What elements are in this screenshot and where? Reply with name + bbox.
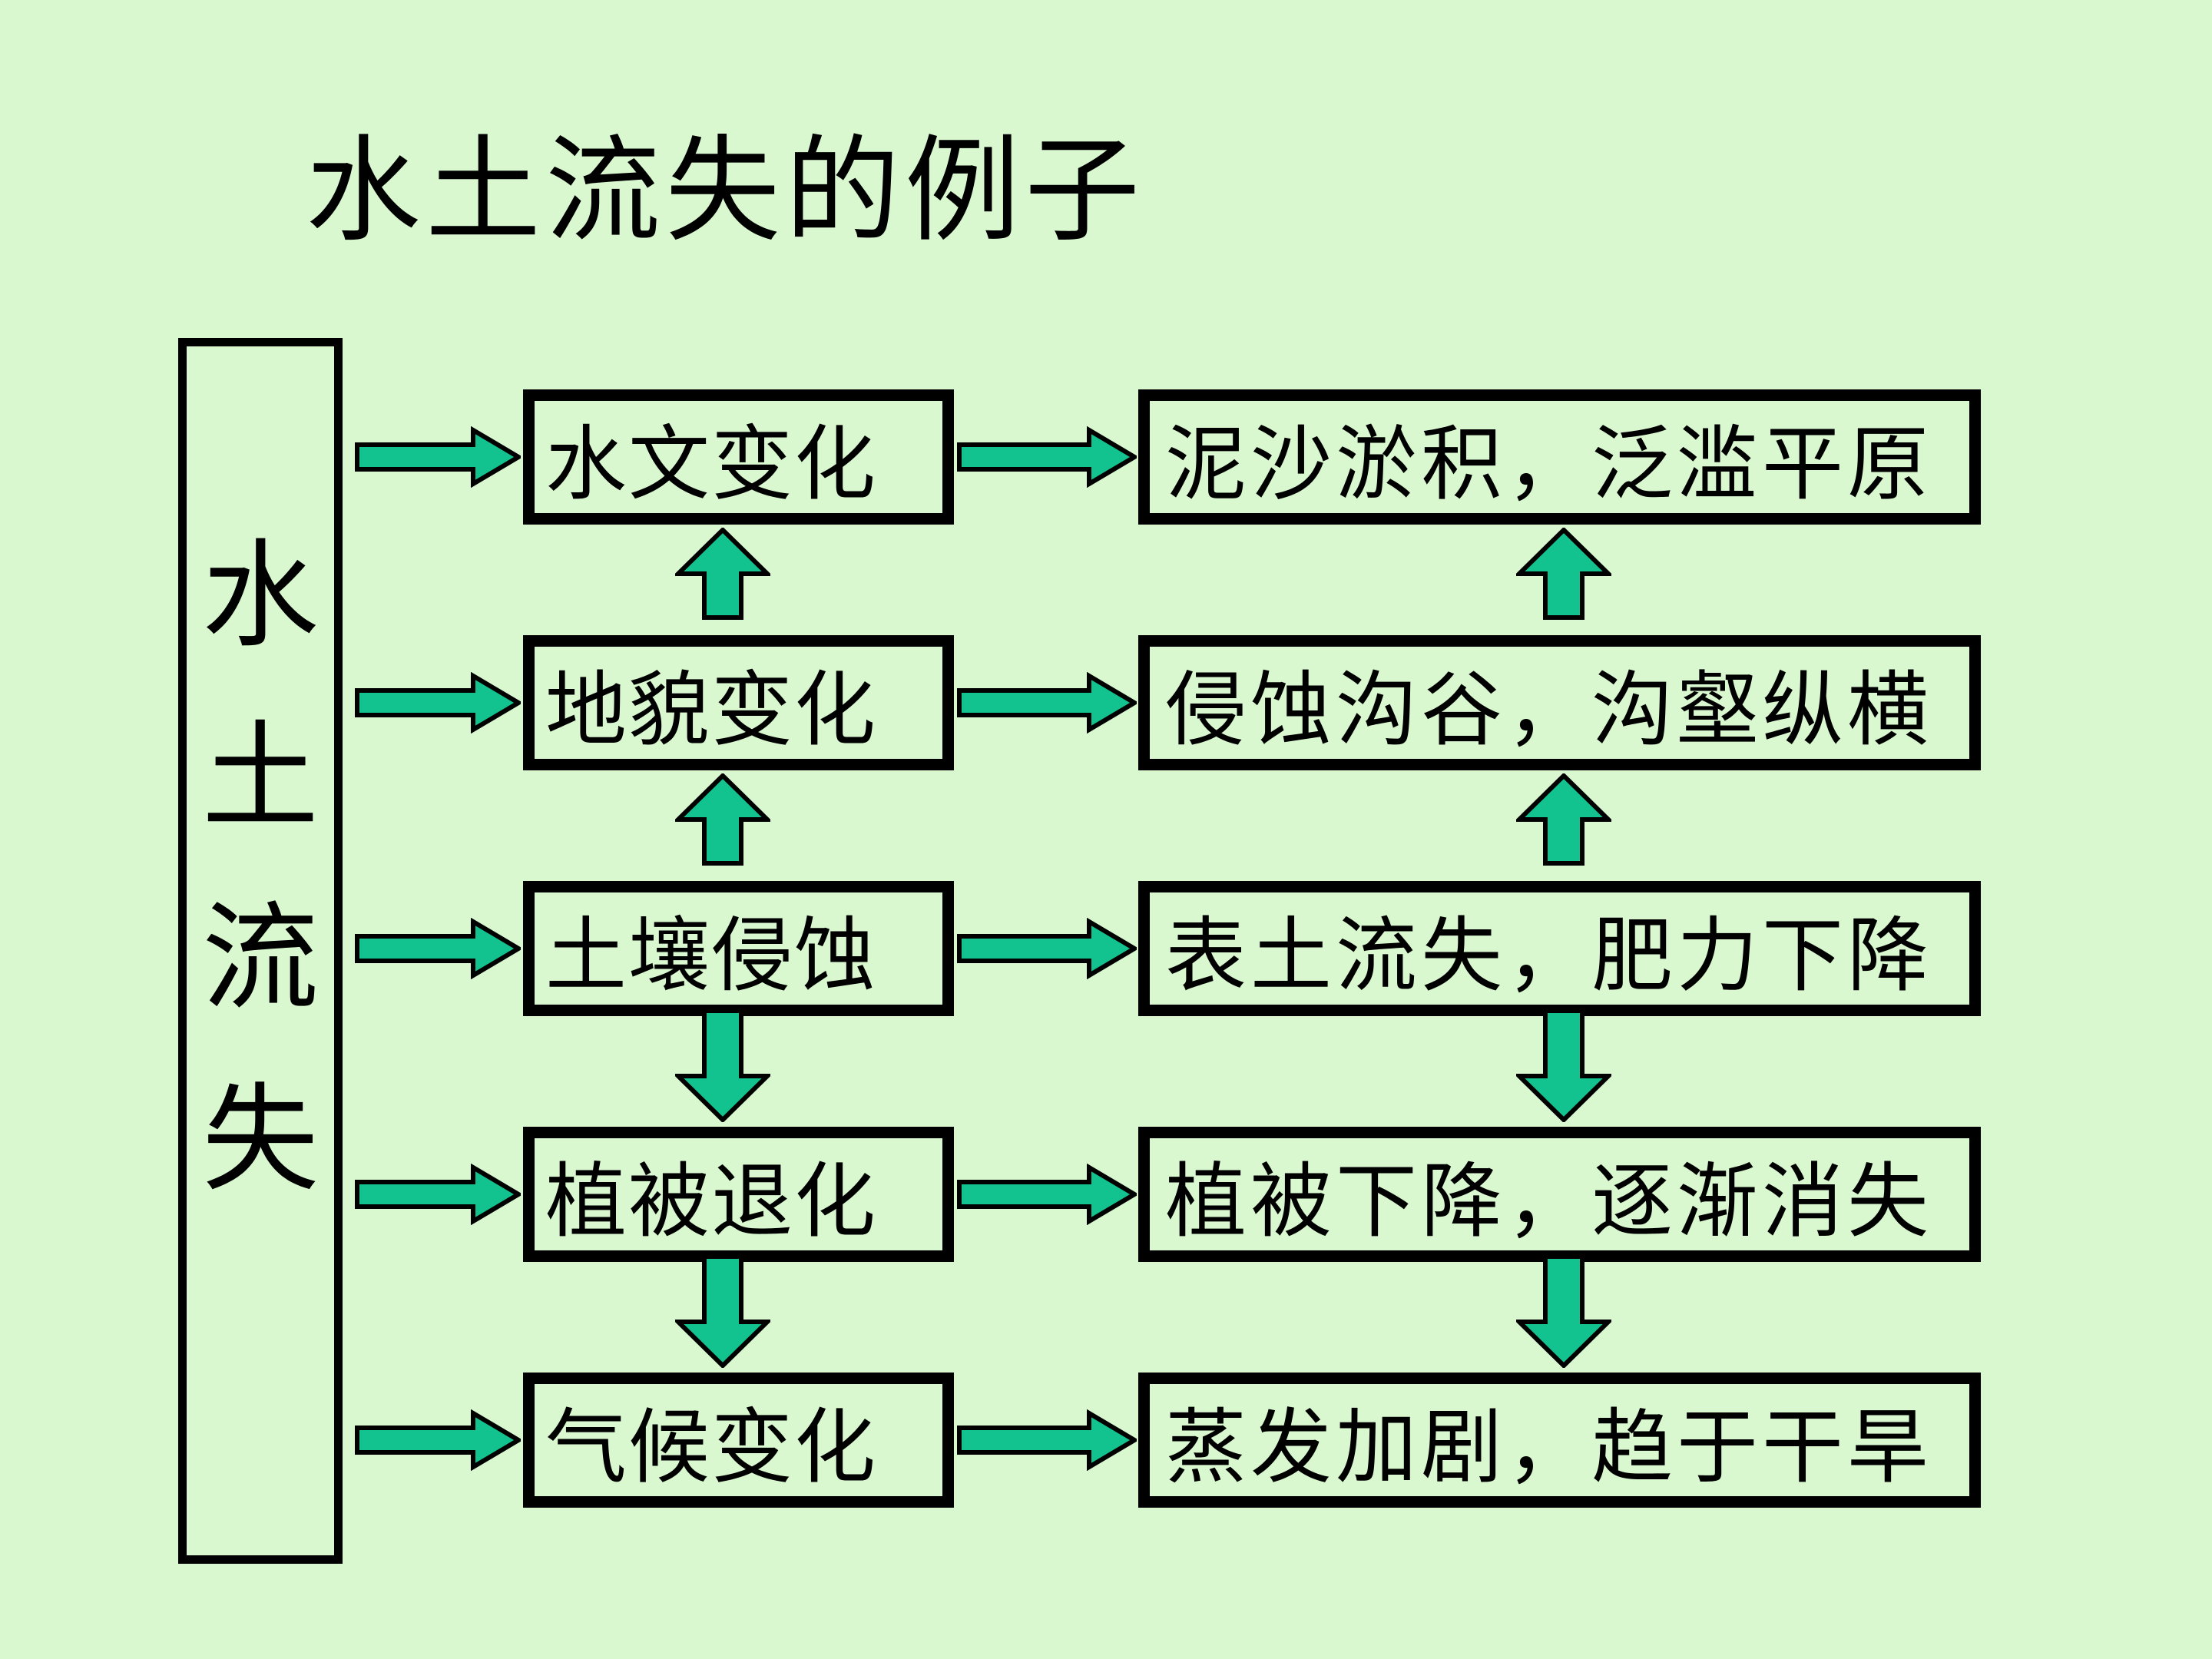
right-column-gap1-up-arrow-icon bbox=[1516, 528, 1611, 620]
cause-label: 水文变化 bbox=[545, 420, 877, 510]
effect-label: 侵蚀沟谷，沟壑纵横 bbox=[1165, 666, 1932, 756]
source-box: 水土流失 bbox=[178, 338, 343, 1564]
source-box-char: 水 bbox=[202, 532, 319, 661]
effect-box-row1: 泥沙淤积，泛滥平原 bbox=[1138, 389, 1981, 525]
arrow-cause-to-effect-row5-right-arrow-icon bbox=[957, 1409, 1137, 1471]
page-title: 水土流失的例子 bbox=[306, 128, 1145, 256]
cause-box-row1: 水文变化 bbox=[523, 389, 954, 525]
cause-box-row4: 植被退化 bbox=[523, 1127, 954, 1262]
effect-box-row2: 侵蚀沟谷，沟壑纵横 bbox=[1138, 635, 1981, 770]
arrow-source-to-cause-row4-right-arrow-icon bbox=[355, 1164, 521, 1225]
source-box-char: 土 bbox=[202, 714, 319, 843]
arrow-cause-to-effect-row3-right-arrow-icon bbox=[957, 918, 1137, 979]
effect-box-row4: 植被下降，逐渐消失 bbox=[1138, 1127, 1981, 1262]
arrow-source-to-cause-row3-right-arrow-icon bbox=[355, 918, 521, 979]
middle-column-gap2-up-arrow-icon bbox=[675, 773, 770, 866]
right-column-gap4-down-arrow-icon bbox=[1516, 1254, 1611, 1368]
middle-column-gap1-up-arrow-icon bbox=[675, 528, 770, 620]
arrow-source-to-cause-row5-right-arrow-icon bbox=[355, 1409, 521, 1471]
cause-label: 土壤侵蚀 bbox=[545, 912, 877, 1002]
cause-label: 气候变化 bbox=[545, 1403, 877, 1493]
arrow-source-to-cause-row2-right-arrow-icon bbox=[355, 672, 521, 733]
arrow-cause-to-effect-row2-right-arrow-icon bbox=[957, 672, 1137, 733]
cause-label: 植被退化 bbox=[545, 1157, 877, 1247]
cause-box-row2: 地貌变化 bbox=[523, 635, 954, 770]
arrow-source-to-cause-row1-right-arrow-icon bbox=[355, 426, 521, 488]
source-box-char: 流 bbox=[202, 895, 319, 1024]
cause-box-row5: 气候变化 bbox=[523, 1373, 954, 1508]
middle-column-gap4-down-arrow-icon bbox=[675, 1254, 770, 1368]
middle-column-gap3-down-arrow-icon bbox=[675, 1008, 770, 1122]
effect-label: 泥沙淤积，泛滥平原 bbox=[1165, 420, 1932, 510]
source-box-char: 失 bbox=[202, 1076, 319, 1205]
arrow-cause-to-effect-row4-right-arrow-icon bbox=[957, 1164, 1137, 1225]
effect-label: 植被下降，逐渐消失 bbox=[1165, 1157, 1932, 1247]
effect-label: 蒸发加剧，趋于干旱 bbox=[1165, 1403, 1932, 1493]
right-column-gap2-up-arrow-icon bbox=[1516, 773, 1611, 866]
right-column-gap3-down-arrow-icon bbox=[1516, 1008, 1611, 1122]
effect-box-row5: 蒸发加剧，趋于干旱 bbox=[1138, 1373, 1981, 1508]
cause-box-row3: 土壤侵蚀 bbox=[523, 881, 954, 1016]
arrow-cause-to-effect-row1-right-arrow-icon bbox=[957, 426, 1137, 488]
effect-box-row3: 表土流失，肥力下降 bbox=[1138, 881, 1981, 1016]
effect-label: 表土流失，肥力下降 bbox=[1165, 912, 1932, 1002]
cause-label: 地貌变化 bbox=[545, 666, 877, 756]
